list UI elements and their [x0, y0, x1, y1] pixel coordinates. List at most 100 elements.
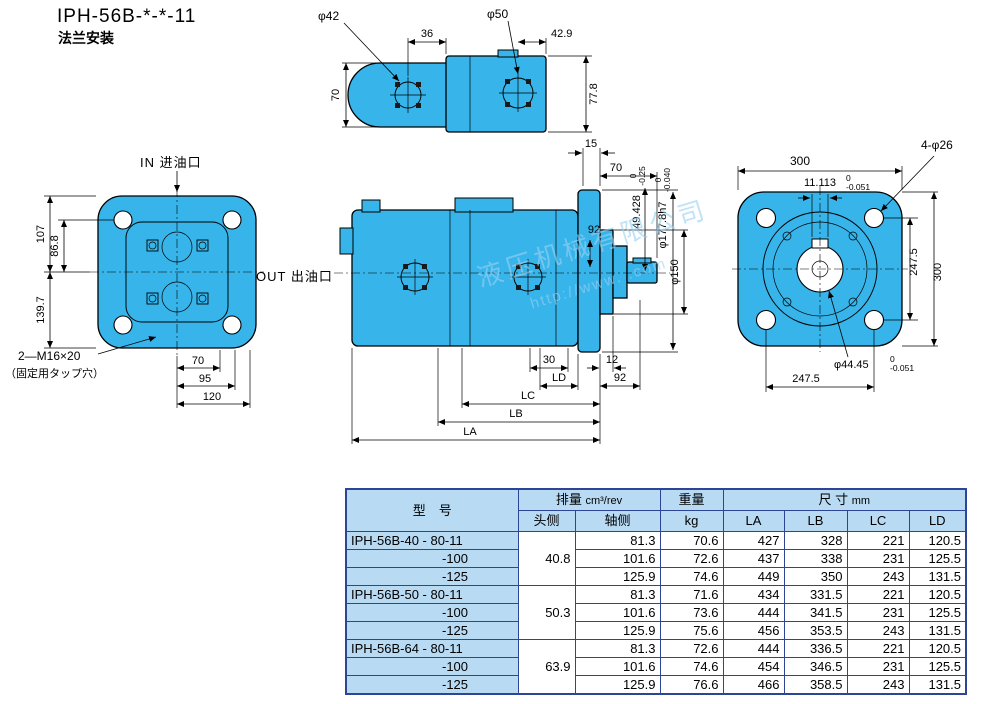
col-header-size: 尺 寸 mm [722, 488, 967, 511]
dim-42-9: 42.9 [518, 28, 572, 54]
dim-11-113-tol-lo: -0.051 [846, 182, 870, 192]
cell-lc: 231 [846, 549, 910, 568]
cell-model: -100 [345, 603, 519, 622]
dim-30-label: 30 [543, 354, 555, 366]
dim-15-label: 15 [585, 138, 597, 150]
dim-4-dia26-label: 4-φ26 [921, 138, 953, 152]
dim-77-8-label: 77.8 [588, 83, 600, 104]
table-row: -100 101.6 72.6 437 338 231 125.5 [345, 549, 967, 568]
header-size-unit: mm [851, 494, 871, 507]
dim-dia177-8: φ177.8h7 0 -0.040 [602, 168, 678, 353]
table-row: -125 125.9 74.6 449 350 243 131.5 [345, 567, 967, 586]
outlet-port-fitting [339, 227, 354, 255]
flange-bolt-hole [755, 207, 777, 229]
cell-ld: 125.5 [908, 603, 967, 622]
col-header-head-side: 头侧 [517, 510, 576, 532]
dim-LD-label: LD [552, 372, 566, 384]
flange-view: 300 4-φ26 11.113 0 -0.051 247.5 [732, 138, 953, 392]
cell-head-displacement: 50.3 [517, 585, 576, 640]
dim-dia44-45-tol-hi: 0 [890, 354, 895, 364]
top-view-notch [497, 49, 519, 58]
cell-shaft-displacement: 101.6 [574, 657, 661, 676]
cell-ld: 125.5 [908, 657, 967, 676]
table-row: -100 101.6 73.6 444 341.5 231 125.5 [345, 603, 967, 622]
flange-bolt-hole [863, 207, 885, 229]
header-displacement-label: 排量 [555, 491, 582, 507]
dim-70-top: 70 [330, 62, 376, 128]
front-tap-bolts [146, 239, 209, 305]
dim-dia42: φ42 [318, 9, 400, 82]
cell-model: IPH-56B-50 - 80-11 [345, 585, 519, 604]
cell-ld: 131.5 [908, 675, 967, 695]
cell-lc: 221 [846, 639, 910, 658]
cell-la: 449 [722, 567, 785, 586]
table-row: -125 125.9 76.6 466 358.5 243 131.5 [345, 675, 967, 695]
tap-hole-label: 2—M16×20 [18, 349, 81, 363]
cell-model: IPH-56B-40 - 80-11 [345, 531, 519, 550]
cell-shaft-displacement: 125.9 [574, 567, 661, 586]
side-bottom-dims: 30 12 LD 92 LC LB LA [351, 300, 641, 444]
table-row: IPH-56B-40 - 80-11 40.8 81.3 70.6 427 32… [345, 531, 967, 586]
cell-model: -100 [345, 549, 519, 568]
cell-model: IPH-56B-64 - 80-11 [345, 639, 519, 658]
dim-15: 15 [568, 138, 615, 186]
dim-139-7: 139.7 [35, 272, 96, 349]
cell-lb: 336.5 [783, 639, 848, 658]
cell-lb: 358.5 [783, 675, 848, 695]
dim-36: 36 [407, 28, 447, 76]
cell-head-displacement: 40.8 [517, 531, 576, 586]
cell-lc: 243 [846, 675, 910, 695]
col-header-kg: kg [659, 510, 724, 532]
dim-LC-label: LC [521, 390, 535, 402]
table-row: -125 125.9 75.6 456 353.5 243 131.5 [345, 621, 967, 640]
cell-lc: 231 [846, 603, 910, 622]
cell-weight: 73.6 [659, 603, 724, 622]
cell-lb: 338 [783, 549, 848, 568]
dim-dia150-label: φ150 [669, 259, 681, 285]
dim-86-8: 86.8 [49, 219, 114, 272]
dim-dia177-8-tol-hi: 0 [653, 177, 663, 182]
top-view: φ42 36 φ50 42.9 70 [318, 7, 600, 133]
dim-70-side-label: 70 [610, 162, 622, 174]
cell-model: -100 [345, 657, 519, 676]
side-view-boss-2 [510, 259, 546, 295]
cell-ld: 120.5 [908, 585, 967, 604]
cell-shaft-displacement: 101.6 [574, 603, 661, 622]
side-view: OUT 出油口 15 70 49.428 0 -0.25 φ1 [256, 138, 688, 444]
dim-LA-label: LA [463, 426, 477, 438]
cell-shaft-displacement: 125.9 [574, 621, 661, 640]
header-displacement-unit: cm³/rev [585, 494, 623, 507]
dim-70-side: 70 [600, 162, 658, 258]
dim-49-428-tol-lo: -0.25 [637, 166, 647, 186]
cell-lc: 221 [846, 531, 910, 550]
dim-dia177-8-tol-lo: -0.040 [662, 168, 672, 192]
dim-77-8: 77.8 [548, 55, 600, 133]
cell-lc: 231 [846, 657, 910, 676]
dim-120-label: 120 [203, 391, 221, 403]
cell-weight: 72.6 [659, 639, 724, 658]
inlet-port-label: IN 进油口 [140, 155, 201, 192]
tap-hole-note: （固定用タップ穴） [5, 366, 104, 380]
cell-lb: 341.5 [783, 603, 848, 622]
front-bolt-hole [113, 315, 133, 335]
dim-300-right: 300 [902, 191, 944, 347]
dim-dia150: φ150 [614, 229, 688, 315]
dim-11-113: 11.113 0 -0.051 [798, 173, 870, 237]
dim-49-428-label: 49.428 [631, 195, 643, 229]
page-title: IPH-56B-*-*-11 [57, 6, 197, 27]
cell-la: 456 [722, 621, 785, 640]
dim-300-top-label: 300 [790, 154, 810, 168]
top-view-boss-2 [499, 74, 537, 112]
cell-la: 434 [722, 585, 785, 604]
cell-la: 454 [722, 657, 785, 676]
cell-lb: 350 [783, 567, 848, 586]
cell-weight: 74.6 [659, 657, 724, 676]
cell-lc: 221 [846, 585, 910, 604]
col-header-shaft-side: 轴侧 [574, 510, 661, 532]
front-bolt-hole [113, 210, 133, 230]
cell-head-displacement: 63.9 [517, 639, 576, 695]
front-bottom-dims: 70 95 120 [176, 350, 251, 408]
cell-la: 466 [722, 675, 785, 695]
cell-weight: 71.6 [659, 585, 724, 604]
